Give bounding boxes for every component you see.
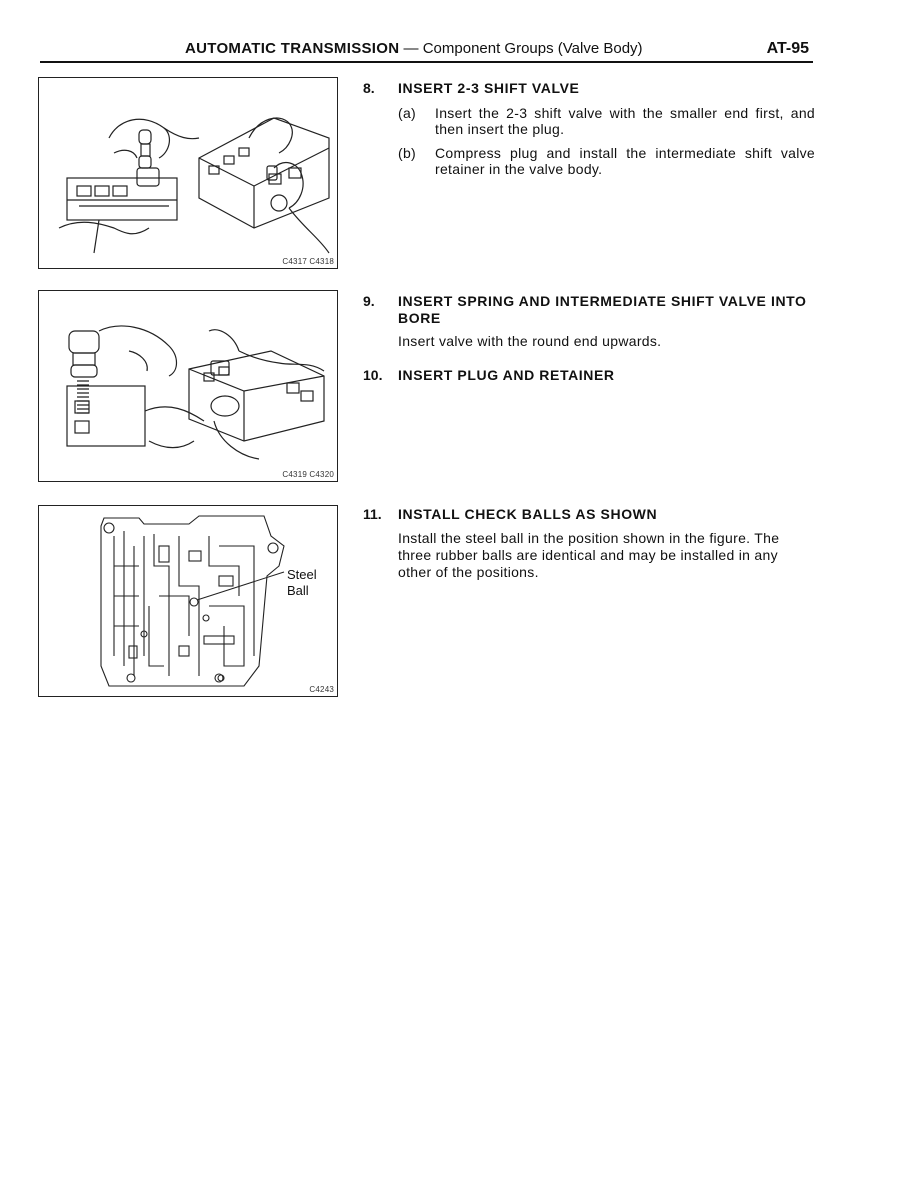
step-10: 10. INSERT PLUG AND RETAINER <box>363 367 815 384</box>
section-title: AUTOMATIC TRANSMISSION — Component Group… <box>185 40 643 57</box>
substep-mark: (b) <box>398 145 417 161</box>
valve-body-plate-illustration <box>100 515 285 687</box>
section-title-bold: AUTOMATIC TRANSMISSION <box>185 40 400 57</box>
section-title-rest: — Component Groups (Valve Body) <box>399 40 643 57</box>
step-number: 9. <box>363 293 375 309</box>
figure-code: C4243 <box>309 685 334 694</box>
substep-mark: (a) <box>398 105 417 121</box>
step-title: INSTALL CHECK BALLS AS SHOWN <box>398 506 658 522</box>
intermediate-valve-illustration <box>66 325 325 460</box>
figure-code: C4319 C4320 <box>282 470 334 479</box>
step-number: 8. <box>363 80 375 96</box>
step-title: INSERT 2-3 SHIFT VALVE <box>398 80 580 96</box>
step-title: INSERT PLUG AND RETAINER <box>398 367 615 383</box>
step-body: Insert valve with the round end upwards. <box>398 333 662 349</box>
shift-valve-illustration <box>58 117 330 254</box>
substep-text: Insert the 2-3 shift valve with the smal… <box>435 105 815 137</box>
step-body: Install the steel ball in the position s… <box>398 530 780 580</box>
header-rule <box>40 61 813 63</box>
steel-ball-label-line2: Ball <box>287 583 309 598</box>
step-9: 9. INSERT SPRING AND INTERMEDIATE SHIFT … <box>363 293 815 350</box>
substep-text: Compress plug and install the intermedia… <box>435 145 815 177</box>
page-number: AT-95 <box>766 40 809 57</box>
step-number: 10. <box>363 367 383 383</box>
page-header: AUTOMATIC TRANSMISSION — Component Group… <box>40 38 813 62</box>
figure-intermediate-valve-insertion: C4319 C4320 <box>38 290 338 482</box>
step-title: INSERT SPRING AND INTERMEDIATE SHIFT VAL… <box>398 293 807 326</box>
figure-check-balls: Steel Ball C4243 <box>38 505 338 697</box>
steel-ball-label: Steel Ball <box>287 567 317 599</box>
substep-a: (a) Insert the 2-3 shift valve with the … <box>398 105 815 137</box>
step-8: 8. INSERT 2-3 SHIFT VALVE (a) Insert the… <box>363 80 815 177</box>
step-number: 11. <box>363 506 382 522</box>
figure-shift-valve-insertion: C4317 C4318 <box>38 77 338 269</box>
substep-b: (b) Compress plug and install the interm… <box>398 145 815 177</box>
steel-ball-label-line1: Steel <box>287 567 317 582</box>
step-11: 11. INSTALL CHECK BALLS AS SHOWN Install… <box>363 506 815 581</box>
figure-code: C4317 C4318 <box>282 257 334 266</box>
